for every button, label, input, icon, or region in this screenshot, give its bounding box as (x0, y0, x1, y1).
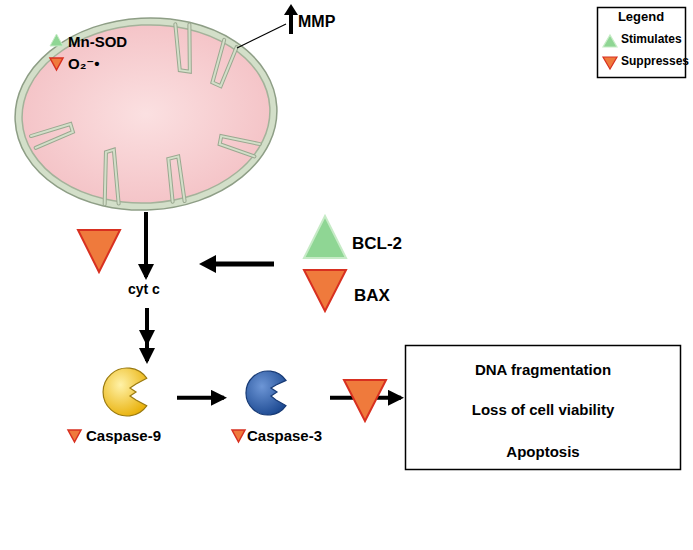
node-text: BCL-2 (352, 234, 402, 254)
crista (30, 124, 73, 148)
outer-membrane (10, 11, 282, 216)
inner-membrane (18, 19, 275, 210)
node-text: Caspase-9 (86, 427, 161, 444)
crista (168, 156, 184, 202)
suppress-triangle (78, 230, 120, 272)
regulation-arrowhead (199, 255, 216, 273)
node-text: Apoptosis (405, 443, 681, 460)
node-text: Caspase-3 (247, 427, 322, 444)
caspase-icon (103, 368, 147, 416)
caspase-node: Caspase-3 (228, 365, 326, 447)
suppress-triangle (344, 380, 386, 421)
legend-swatch (603, 57, 617, 69)
node-text: Mn-SOD (68, 33, 127, 50)
suppress-triangle (50, 58, 63, 70)
crista (210, 39, 238, 86)
flow-arrow (330, 396, 401, 400)
cristae (26, 20, 263, 209)
flow-arrow (177, 396, 224, 400)
mmp-label: MMP (298, 13, 335, 31)
suppress-triangle (304, 270, 346, 311)
mitochondrion-art (10, 11, 282, 216)
crista (175, 24, 191, 73)
crista (219, 134, 260, 158)
legend-title: Legend (597, 10, 685, 25)
caspase-icon (246, 371, 286, 415)
crista (175, 24, 191, 73)
crista (102, 150, 119, 205)
crista (210, 39, 238, 86)
node-text: Loss of cell viability (405, 401, 681, 418)
node-text: DNA fragmentation (405, 361, 681, 378)
caspase-node: Caspase-9 (62, 365, 157, 447)
stimulate-triangle (304, 216, 346, 258)
node-text: BAX (354, 286, 390, 306)
node-text: cyt c (128, 281, 160, 297)
leader-line (237, 24, 286, 48)
crista (168, 156, 184, 202)
crista (30, 124, 73, 148)
outcome-box-border (406, 346, 681, 470)
flow-arrow (145, 308, 149, 361)
crista (219, 134, 260, 158)
stimulate-triangle (50, 34, 63, 46)
legend-text: Suppresses (621, 55, 689, 69)
legend-text: Stimulates (621, 33, 682, 47)
outcome-box: DNA fragmentationLoss of cell viabilityA… (405, 345, 681, 470)
suppress-triangle (68, 430, 81, 442)
mitochondrion: Mn-SOD O₂⁻• (15, 17, 277, 212)
legend-swatch (603, 35, 617, 47)
increase-arrowhead (284, 4, 298, 15)
crista (102, 150, 119, 205)
node-text: O₂⁻• (68, 55, 100, 72)
flow-arrow (144, 212, 148, 277)
increase-arrow (289, 14, 293, 34)
regulation-arrow (214, 262, 274, 267)
regulator-group: BCL-2BAX (352, 230, 424, 310)
suppress-triangle (232, 430, 245, 442)
cytochrome-label: cyt c (120, 280, 174, 300)
